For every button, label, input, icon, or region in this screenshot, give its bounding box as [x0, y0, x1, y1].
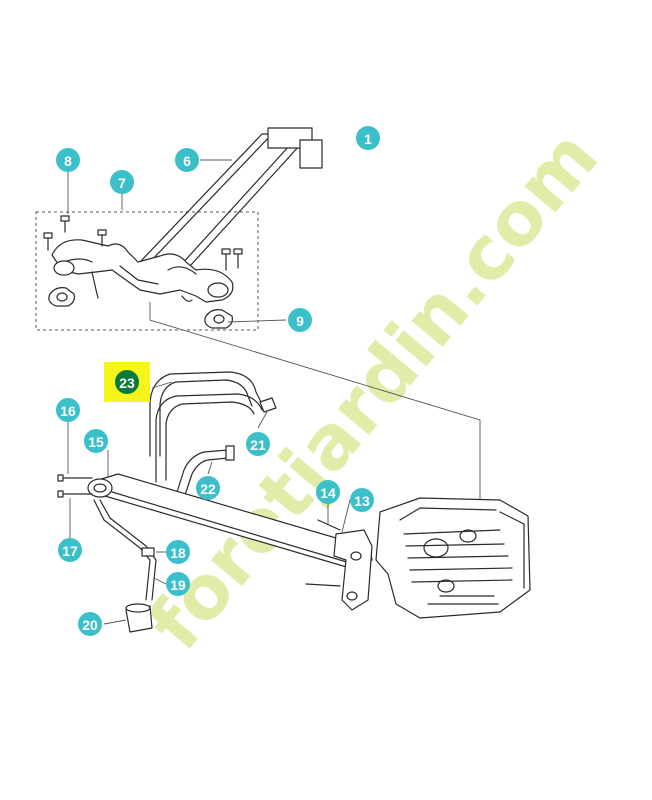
screws-16-17: [61, 477, 93, 495]
callout-9: 9: [288, 308, 312, 332]
intake-manifold-assembly: [35, 127, 323, 331]
callout-15: 15: [84, 429, 108, 453]
engine-block: [375, 497, 531, 619]
callout-number: 13: [354, 493, 370, 509]
callout-number: 20: [82, 617, 98, 633]
callout-21: 21: [246, 432, 270, 456]
gasket-left: [48, 287, 75, 307]
callout-circle: [288, 308, 312, 332]
watermark-text: foretjardin.com: [133, 114, 615, 666]
mount-bracket-13: [333, 529, 373, 611]
lower-leaders: [67, 381, 351, 625]
main-rail-assembly: [57, 473, 531, 633]
callout-14: 14: [316, 480, 340, 504]
rail-end-cap-15: [87, 478, 113, 498]
callout-17: 17: [58, 538, 82, 562]
assembly-leader: [149, 302, 481, 510]
callout-circle: [246, 432, 270, 456]
callout-8: 8: [56, 148, 80, 172]
callout-number: 23: [119, 375, 135, 391]
callout-circle: [56, 148, 80, 172]
callout-number: 21: [250, 437, 266, 453]
bolt-set: [43, 215, 243, 271]
callout-number: 15: [88, 434, 104, 450]
callout-number: 7: [118, 175, 126, 191]
callout-circle: [115, 370, 139, 394]
callout-circle: [356, 126, 380, 150]
callout-circle: [316, 480, 340, 504]
callout-number: 22: [200, 481, 216, 497]
callout-circle: [196, 476, 220, 500]
callout-19: 19: [166, 572, 190, 596]
callout-20: 20: [78, 612, 102, 636]
callout-23: 23: [115, 370, 139, 394]
callout-1: 1: [356, 126, 380, 150]
fuel-line-19: [93, 499, 151, 601]
rail-right: [179, 133, 311, 267]
callout-circle: [56, 398, 80, 422]
callout-number: 19: [170, 577, 186, 593]
callout-22: 22: [196, 476, 220, 500]
hose-23-inner: [155, 393, 263, 483]
intake-manifold: [51, 239, 234, 303]
hose-23-outer: [149, 371, 263, 457]
watermark-logo: foretjardin.com: [133, 114, 615, 666]
connector-18: [141, 547, 155, 557]
bolt-14: [317, 519, 341, 531]
callout-number: 1: [364, 131, 372, 147]
callout-circle: [175, 148, 199, 172]
callout-18: 18: [166, 540, 190, 564]
callout-13: 13: [350, 488, 374, 512]
callout-number: 9: [296, 313, 304, 329]
clamp-21: [259, 397, 277, 413]
callout-circle: [84, 429, 108, 453]
callout-circle: [110, 170, 134, 194]
callout-circle: [350, 488, 374, 512]
callout-circle: [78, 612, 102, 636]
callout-number: 16: [60, 403, 76, 419]
callout-7: 7: [110, 170, 134, 194]
callout-6: 6: [175, 148, 199, 172]
pipe-22: [171, 449, 229, 509]
manifold-group-box: [35, 211, 259, 331]
callout-circle: [58, 538, 82, 562]
callout-16: 16: [56, 398, 80, 422]
callout-circle: [166, 572, 190, 596]
rail-left: [139, 133, 273, 263]
upper-leaders: [67, 159, 481, 510]
fuel-hoses: [149, 371, 277, 511]
callout-number: 6: [183, 153, 191, 169]
callout-number: 14: [320, 485, 336, 501]
gasket-right: [204, 309, 233, 329]
callout-number: 8: [64, 153, 72, 169]
callout-circle: [166, 540, 190, 564]
callout-number: 18: [170, 545, 186, 561]
callout-number: 17: [62, 543, 78, 559]
